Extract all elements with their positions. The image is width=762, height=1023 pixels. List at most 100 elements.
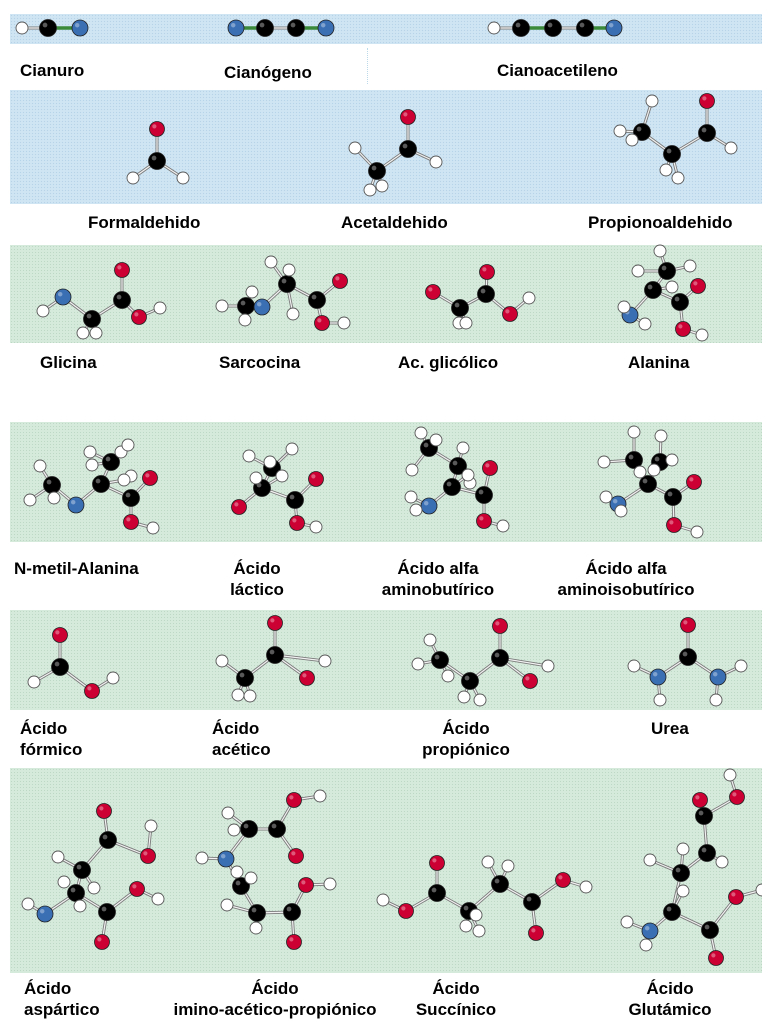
atom-h [323,877,337,891]
atom-h [620,915,634,929]
atom-shine [494,878,500,884]
atom-shine [125,492,131,498]
atom-shine [129,174,133,178]
label-acido-alfa-aminobutirico: Ácido alfa aminobutírico [368,558,508,600]
atom-h [282,263,296,277]
atom-shine [301,880,306,885]
atom-shine [702,96,707,101]
atom-shine [99,806,104,811]
atom-shine [547,22,553,28]
atom-h [597,455,611,469]
atom-h [238,313,252,327]
atom-shine [101,906,107,912]
atom-shine [505,309,510,314]
atom-c [475,486,493,504]
atom-shine [647,284,653,290]
atom-shine [105,456,111,462]
label-line: acético [212,740,271,759]
atom-h [409,503,423,517]
molecule-acido-glutamico [620,768,762,966]
label-acido-formico: Ácido fórmico [20,718,82,760]
atom-shine [623,918,627,922]
atom-h [106,671,120,685]
atom-shine [630,428,634,432]
atom-h [671,171,685,185]
atom-shine [661,265,667,271]
atom-shine [407,493,411,497]
atom-c [268,820,286,838]
atom-shine [55,630,60,635]
atom-shine [120,476,124,480]
atom-shine [464,675,470,681]
atom-o [555,872,571,888]
atom-shine [616,127,620,131]
atom-shine [408,466,412,470]
atom-shine [281,278,287,284]
atom-shine [525,676,530,681]
atom-shine [42,22,48,28]
atom-c [491,875,509,893]
atom-shine [490,24,494,28]
atom-shine [432,858,437,863]
atom-h [665,280,679,294]
label-line: aminoisobutírico [557,580,695,599]
atom-shine [267,258,271,262]
atom-h [579,880,593,894]
atom-h [734,659,748,673]
atom-n [227,19,245,37]
atom-shine [266,458,270,462]
atom-h [230,865,244,879]
atom-shine [455,319,459,323]
atom-c [625,451,643,469]
atom-shine [234,502,239,507]
atom-shine [321,657,325,661]
molecule-sarcocina [215,255,351,331]
atom-shine [39,908,45,914]
atom-shine [134,312,139,317]
atom-shine [695,795,700,800]
atom-o [528,925,544,941]
atom-shine [243,823,249,829]
label-ac-glicolico: Ac. glicólico [398,353,499,372]
atom-h [36,304,50,318]
atom-h [376,893,390,907]
atom-h [23,493,37,507]
atom-h [639,938,653,952]
label-line: Ácido [442,719,490,738]
atom-shine [726,771,730,775]
atom-h [429,155,443,169]
atom-o [149,121,165,137]
atom-shine [444,672,448,676]
atom-shine [682,651,688,657]
atom-shine [641,320,645,324]
atom-c [449,457,467,475]
atom-n [67,496,85,514]
atom-c [240,820,258,838]
atom-h [249,471,263,485]
atom-shine [727,144,731,148]
atom-c [122,489,140,507]
atom-o [708,950,724,966]
atom-shine [679,845,683,849]
atom-shine [379,896,383,900]
atom-o [522,673,538,689]
atom-shine [152,124,157,129]
label-line: Ácido alfa [397,559,479,578]
atom-h [51,850,65,864]
atom-shine [650,466,654,470]
atom-h [76,326,90,340]
atom-c [663,145,681,163]
atom-shine [102,834,108,840]
atom-h [243,689,257,703]
label-acido-alfa-aminoisobutirico: Ácido alfa aminoisobutírico [546,558,706,600]
atom-shine [600,458,604,462]
label-cianoacetileno: Cianoacetileno [497,61,618,80]
atom-shine [147,822,151,826]
atom-n [317,19,335,37]
atom-shine [472,911,476,915]
atom-c [308,291,326,309]
atom-h [151,892,165,906]
molecule-cianuro [15,19,89,37]
atom-shine [426,636,430,640]
